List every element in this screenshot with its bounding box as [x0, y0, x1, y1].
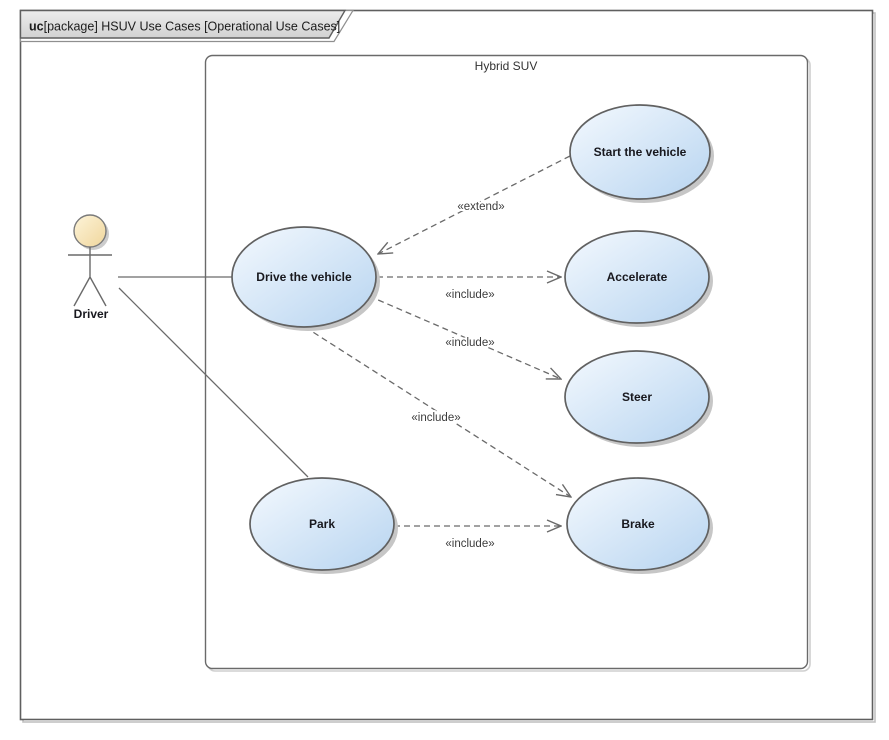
- association-driver-park[interactable]: [118, 287, 309, 478]
- use-case-start-the-vehicle[interactable]: Start the vehicle: [569, 104, 714, 203]
- actor-figure[interactable]: [68, 247, 112, 307]
- frame-tab-label: uc[package] HSUV Use Cases [Operational …: [29, 20, 340, 34]
- use-case-ellipse[interactable]: [564, 230, 710, 324]
- use-case-accelerate[interactable]: Accelerate: [564, 230, 713, 327]
- use-case-park[interactable]: Park: [249, 477, 398, 574]
- use-case-drive-the-vehicle[interactable]: Drive the vehicle: [231, 226, 380, 331]
- include-label-park-brake: «include»: [445, 538, 494, 550]
- use-case-steer[interactable]: Steer: [564, 350, 713, 447]
- use-case-ellipse[interactable]: [569, 104, 711, 200]
- use-case-brake[interactable]: Brake: [566, 477, 713, 574]
- include-label-steer: «include»: [445, 337, 494, 349]
- extend-connector-start-drive[interactable]: [378, 155, 571, 254]
- use-case-label: Start the vehicle: [594, 145, 687, 159]
- system-boundary[interactable]: Hybrid SUV: [204, 54, 811, 672]
- frame-tab: uc[package] HSUV Use Cases [Operational …: [19, 9, 355, 43]
- use-case-ellipse[interactable]: [566, 477, 710, 571]
- use-case-label: Drive the vehicle: [256, 270, 352, 284]
- use-case-label: Accelerate: [607, 270, 668, 284]
- actor-driver[interactable]: Driver: [68, 214, 112, 321]
- system-boundary-label: Hybrid SUV: [475, 59, 538, 73]
- use-case-ellipse[interactable]: [231, 226, 377, 328]
- include-label-accelerate: «include»: [445, 289, 494, 301]
- use-case-label: Park: [309, 517, 335, 531]
- include-connector-drive-brake[interactable]: [304, 326, 571, 497]
- use-case-label: Steer: [622, 390, 652, 404]
- use-case-ellipse[interactable]: [564, 350, 710, 444]
- actor-head[interactable]: [73, 214, 107, 248]
- extend-label: «extend»: [457, 201, 504, 213]
- include-label-brake: «include»: [411, 412, 460, 424]
- frame-tab-shape: [19, 9, 347, 39]
- system-boundary-box[interactable]: [204, 54, 809, 670]
- actor-label: Driver: [74, 307, 109, 321]
- frame-keyword: uc: [29, 20, 44, 34]
- frame-title: [package] HSUV Use Cases [Operational Us…: [44, 20, 341, 34]
- use-case-ellipse[interactable]: [249, 477, 395, 571]
- include-connector-drive-steer[interactable]: [368, 295, 561, 379]
- use-case-label: Brake: [621, 517, 655, 531]
